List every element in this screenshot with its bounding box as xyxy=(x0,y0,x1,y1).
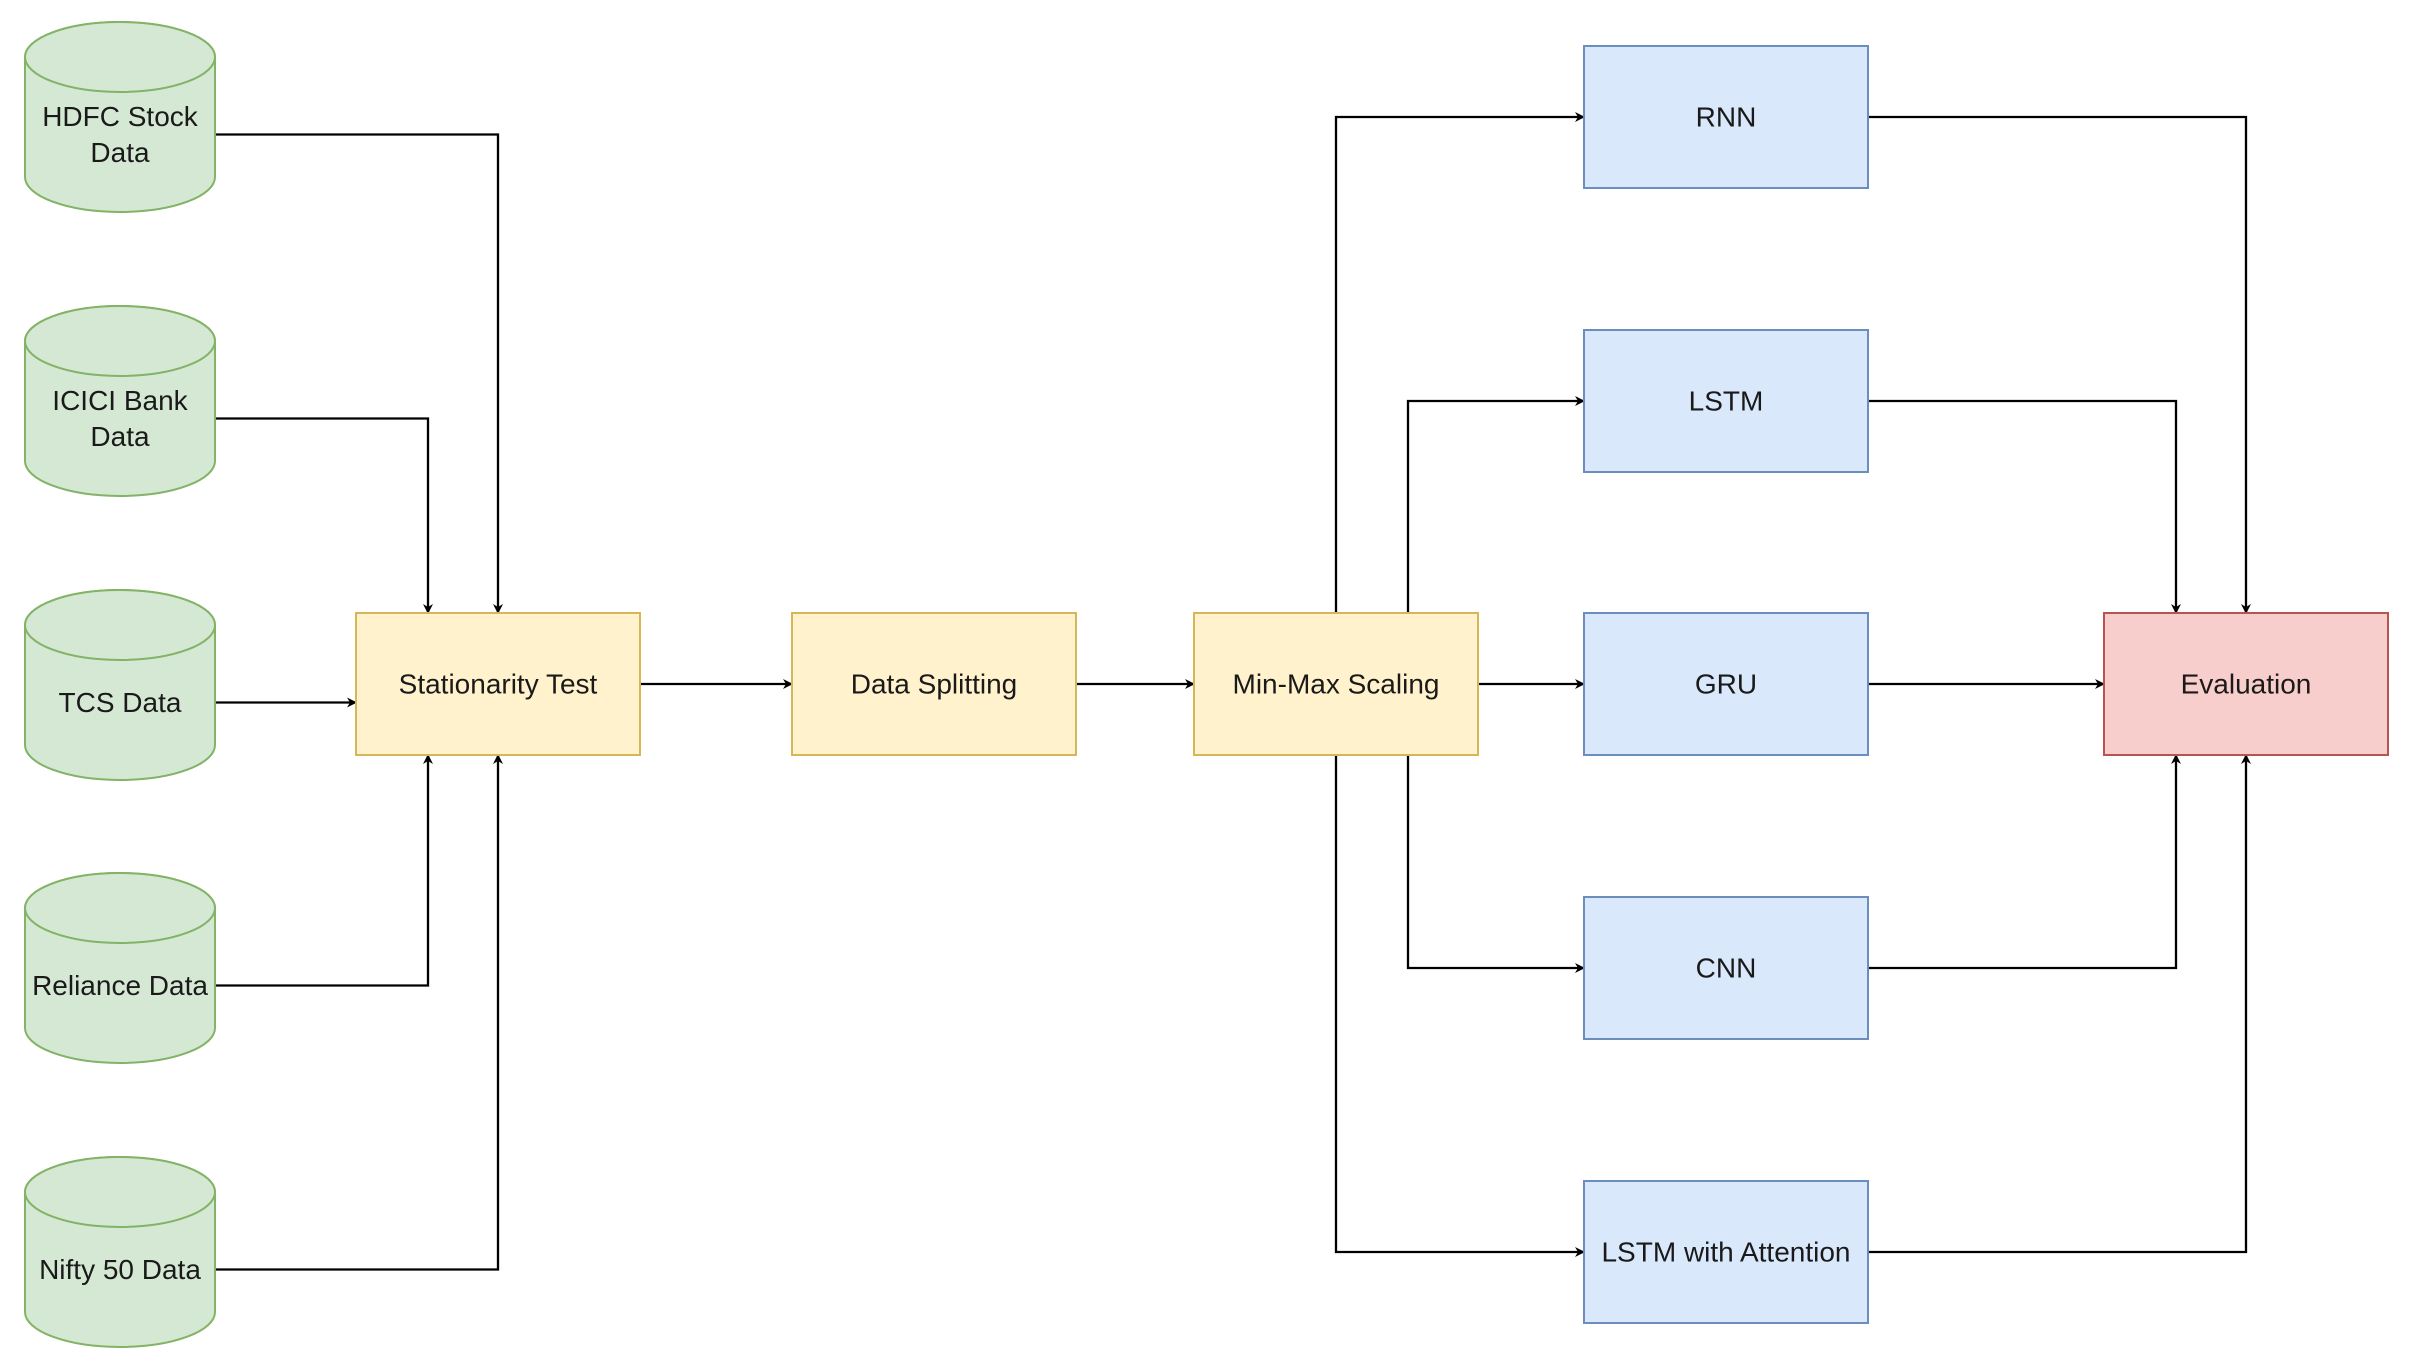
step-box-splitting: Data Splitting xyxy=(791,612,1077,756)
dataset-label-icici-line-1: ICICI Bank xyxy=(52,385,188,416)
arrow-icici-to-stationarity xyxy=(215,417,433,614)
evaluation-box: Evaluation xyxy=(2103,612,2389,756)
step-box-stationarity: Stationarity Test xyxy=(355,612,641,756)
model-box-lstm-label: LSTM xyxy=(1689,386,1764,417)
dataset-cylinder-nifty: Nifty 50 Data xyxy=(24,1156,216,1348)
arrow-lstm-attn-to-evaluation xyxy=(1868,754,2251,1254)
model-box-lstm-attn-label: LSTM with Attention xyxy=(1601,1237,1850,1268)
arrow-scaling-to-lstm xyxy=(1406,396,1585,613)
model-box-rnn-label: RNN xyxy=(1696,102,1757,133)
dataset-label-reliance: Reliance Data xyxy=(32,970,208,1001)
model-box-cnn: CNN xyxy=(1583,896,1869,1040)
dataset-cylinder-tcs: TCS Data xyxy=(24,589,216,781)
step-box-stationarity-label: Stationarity Test xyxy=(399,669,598,700)
dataset-label-icici-line-2: Data xyxy=(90,421,150,452)
model-box-rnn: RNN xyxy=(1583,45,1869,189)
arrow-scaling-to-cnn xyxy=(1406,755,1585,973)
dataset-cylinder-reliance: Reliance Data xyxy=(24,872,216,1064)
dataset-label-nifty: Nifty 50 Data xyxy=(39,1254,201,1285)
dataset-label-tcs: TCS Data xyxy=(59,687,182,718)
dataset-label-hdfc-line-2: Data xyxy=(90,137,150,168)
model-box-cnn-label: CNN xyxy=(1696,953,1757,984)
step-box-scaling: Min-Max Scaling xyxy=(1193,612,1479,756)
arrow-scaling-to-rnn xyxy=(1334,112,1585,613)
edges-layer xyxy=(215,112,2251,1271)
dataset-label-hdfc-line-1: HDFC Stock xyxy=(42,101,199,132)
model-box-gru-label: GRU xyxy=(1695,669,1757,700)
model-box-lstm: LSTM xyxy=(1583,329,1869,473)
arrow-hdfc-to-stationarity xyxy=(215,133,503,614)
arrow-rnn-to-evaluation xyxy=(1868,115,2251,614)
model-box-lstm-attn: LSTM with Attention xyxy=(1583,1180,1869,1324)
arrow-cnn-to-evaluation xyxy=(1868,754,2181,970)
step-box-splitting-label: Data Splitting xyxy=(851,669,1018,700)
evaluation-box-label: Evaluation xyxy=(2181,669,2312,700)
arrow-reliance-to-stationarity xyxy=(215,754,433,987)
arrow-scaling-to-lstm-attn xyxy=(1334,755,1585,1257)
arrow-nifty-to-stationarity xyxy=(215,754,503,1271)
model-box-gru: GRU xyxy=(1583,612,1869,756)
step-box-scaling-label: Min-Max Scaling xyxy=(1233,669,1440,700)
arrow-lstm-to-evaluation xyxy=(1868,399,2181,614)
